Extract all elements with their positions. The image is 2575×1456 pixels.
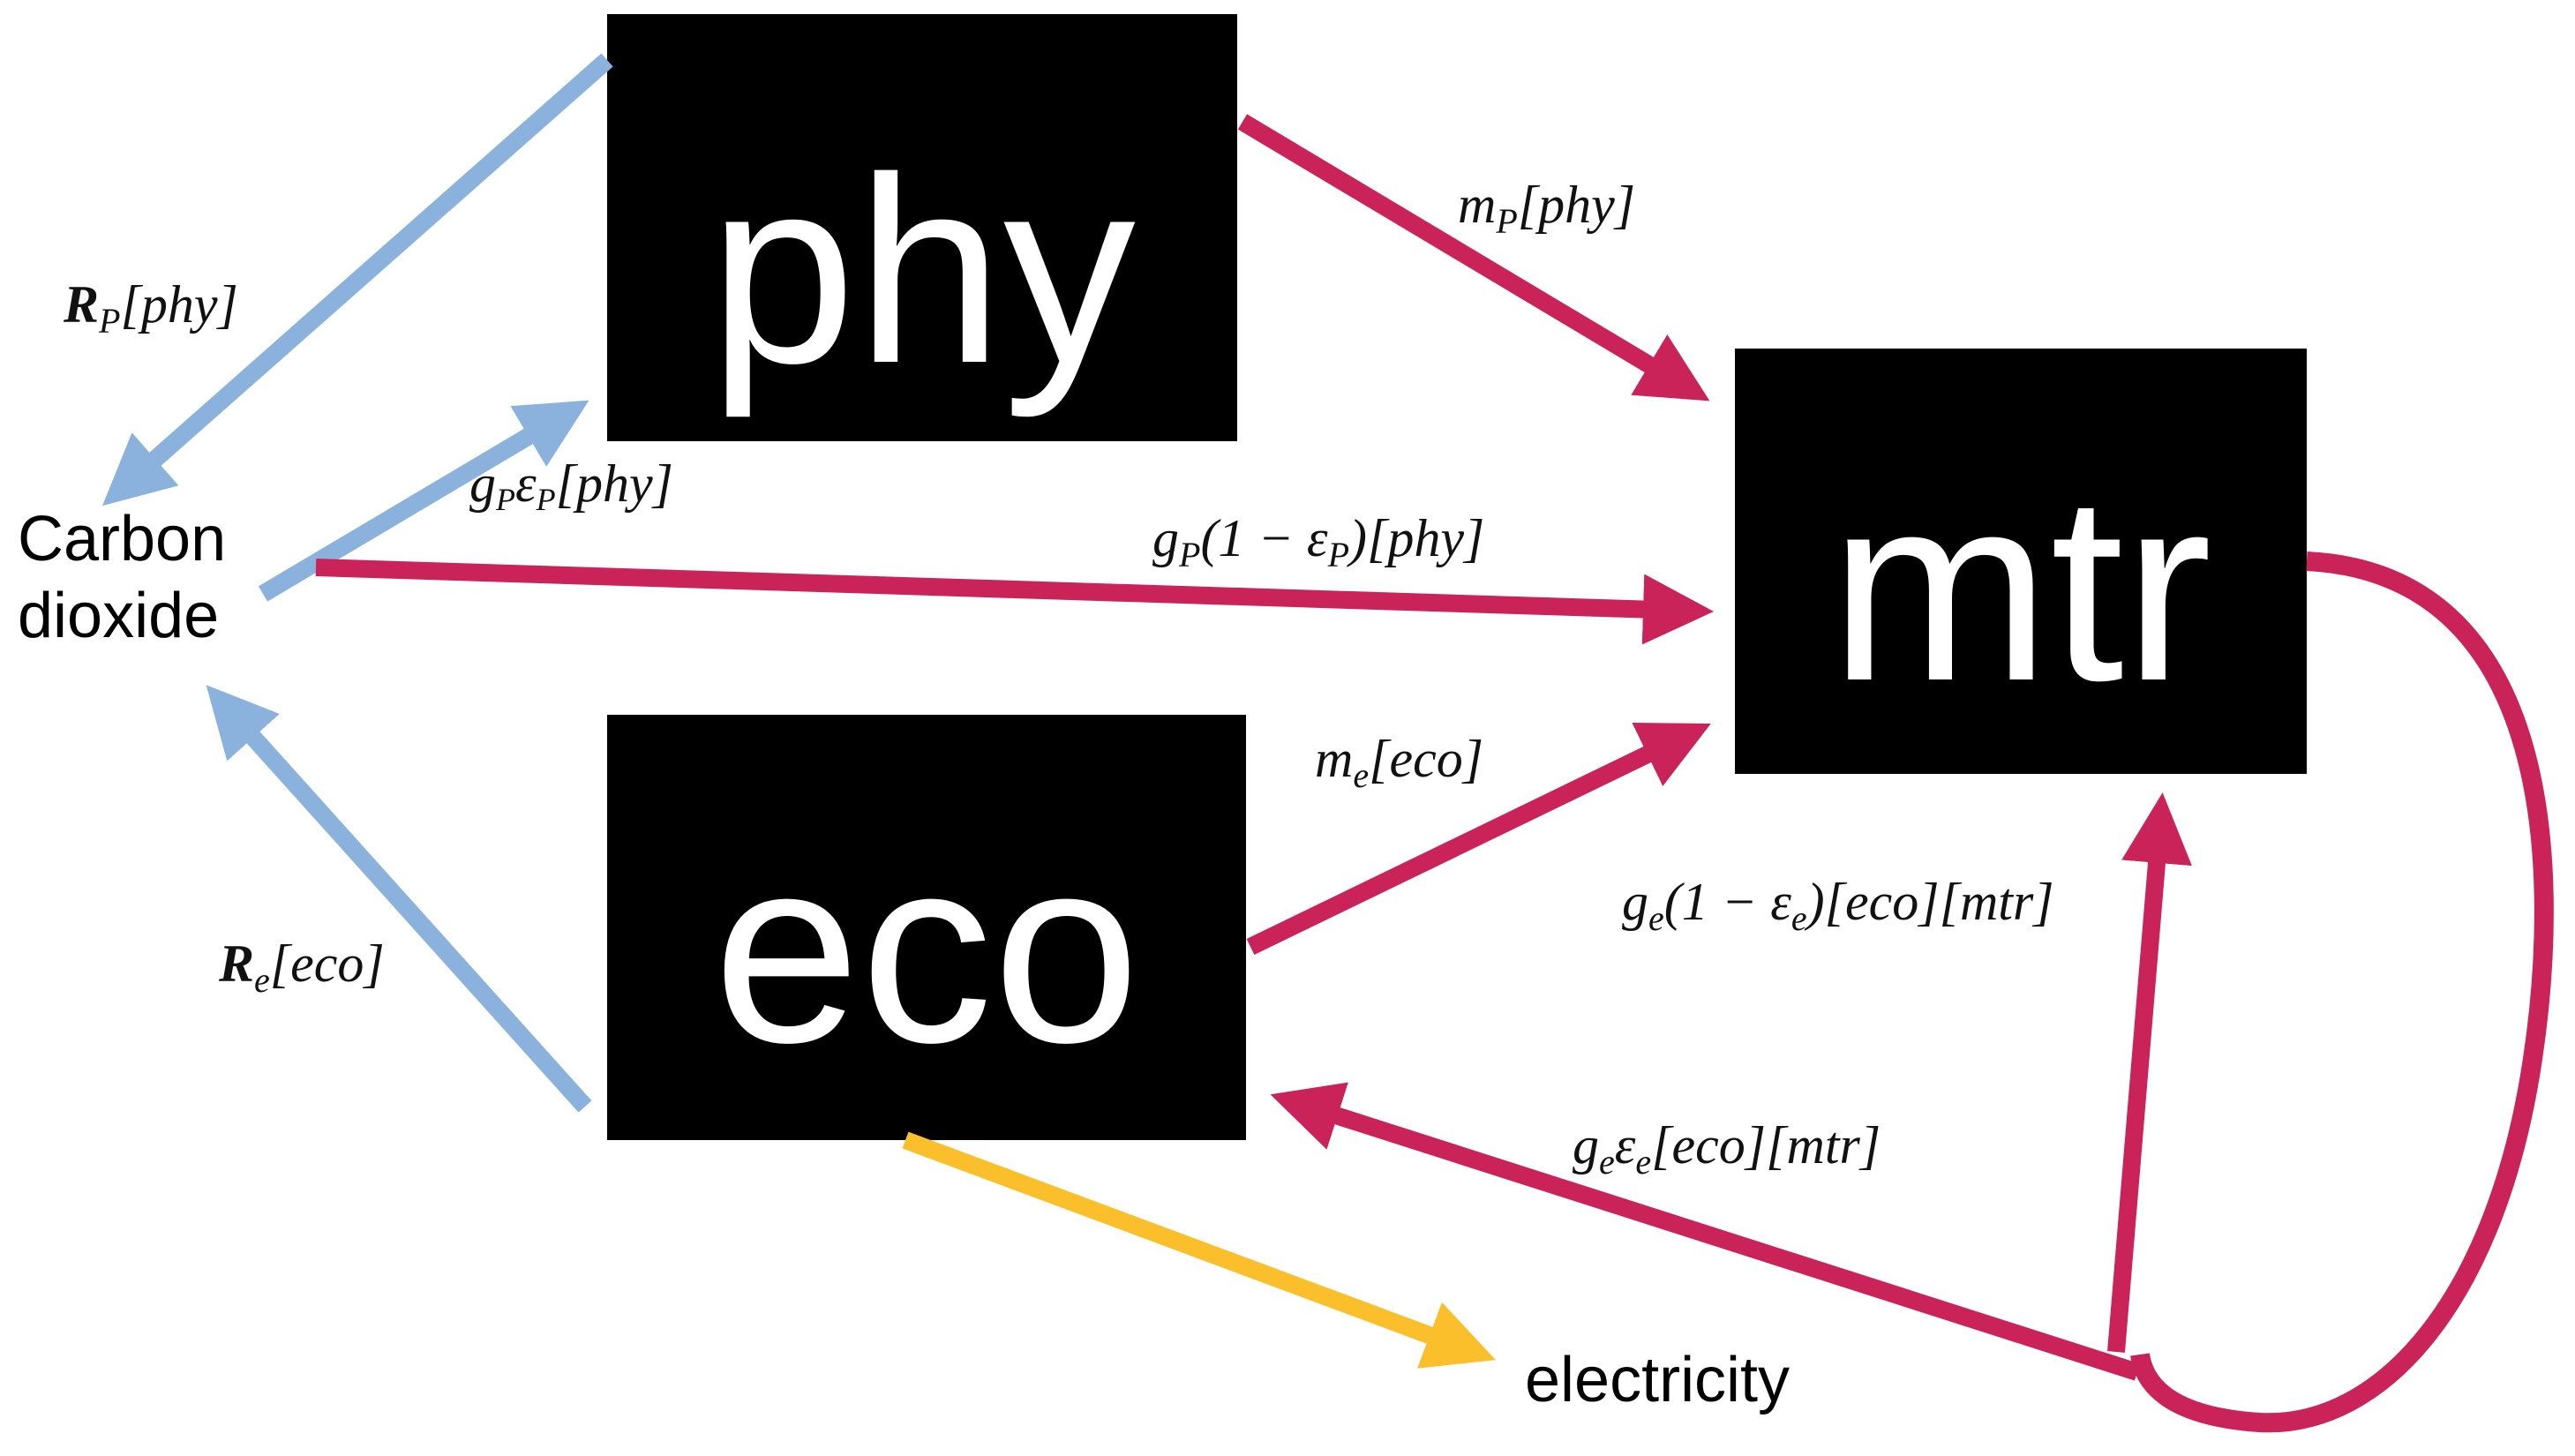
label-Rp-phy: RP[phy] [63, 275, 238, 341]
label-ge-1-ee-eco-mtr: ge(1 − εe)[eco][mtr] [1622, 873, 2054, 938]
arrow-co2-to-mtr [315, 559, 1714, 645]
phy-node: phy [607, 14, 1237, 441]
carbon-dioxide-line2: dioxide [18, 581, 219, 651]
mtr-box [1735, 349, 2307, 774]
mtr-label: mtr [1829, 439, 2211, 736]
arrow-loop-to-eco [1270, 1082, 2141, 1381]
phy-label: phy [709, 122, 1136, 420]
label-me-eco: me[eco] [1315, 730, 1483, 795]
label-mp-phy: mP[phy] [1458, 176, 1635, 241]
electricity-label: electricity [1525, 1345, 1790, 1415]
arrow-phy-to-mtr [1237, 114, 1710, 402]
arrow-eco-to-mtr [1246, 722, 1711, 955]
arrow-phy-to-co2 [102, 53, 613, 507]
carbon-dioxide-line1: Carbon [18, 504, 226, 574]
eco-label: eco [713, 801, 1140, 1098]
arrow-mtr-loop [2130, 552, 2554, 1433]
eco-node: eco [607, 715, 1246, 1140]
arrow-eco-to-co2 [206, 685, 592, 1113]
phy-box [607, 14, 1237, 441]
arrow-loop-to-mtr [2107, 792, 2192, 1353]
label-gp-1-ep-phy: gP(1 − εP)[phy] [1152, 509, 1484, 574]
label-gp-ep-phy: gPεP[phy] [469, 454, 673, 517]
label-ge-ee-eco-mtr: geεe[eco][mtr] [1573, 1116, 1881, 1182]
arrow-eco-to-electricity [902, 1131, 1496, 1369]
label-Re-eco: Re[eco] [218, 934, 385, 1000]
eco-box [607, 715, 1246, 1140]
arrow-co2-to-phy [258, 400, 589, 602]
mtr-node: mtr [1735, 349, 2307, 774]
